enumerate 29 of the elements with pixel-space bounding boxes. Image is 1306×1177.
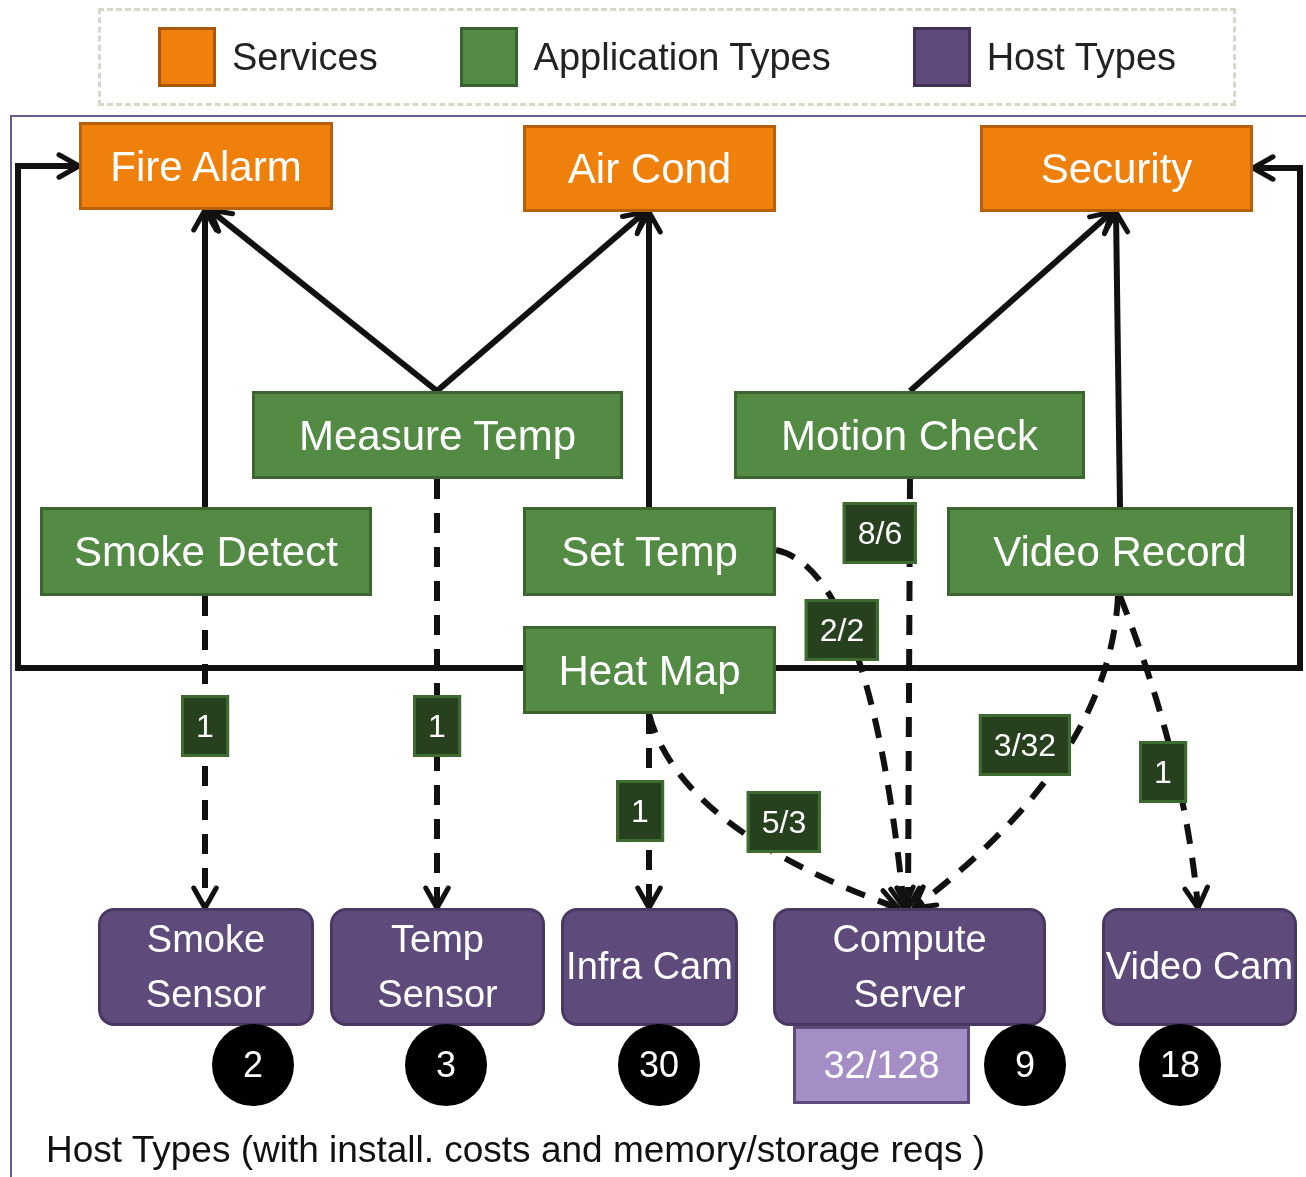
host-box: Compute Server [773,908,1046,1026]
service-box: Security [980,125,1253,212]
edge-label: 3/32 [978,714,1072,776]
host-box: Infra Cam [561,908,738,1026]
edge-label: 1 [616,780,664,842]
caption: Host Types (with install. costs and memory/storage reqs ) [46,1128,986,1172]
host-box: Smoke Sensor [98,908,314,1026]
host-box: Video Cam [1102,908,1297,1026]
application-box: Smoke Detect [40,507,372,596]
edge-label: 1 [1139,741,1187,803]
legend-text: Application Types [533,34,831,80]
service-box: Fire Alarm [79,122,333,210]
application-box: Measure Temp [252,391,623,479]
application-box: Video Record [947,507,1293,596]
application-box: Motion Check [734,391,1085,479]
arrow [15,152,523,671]
application-box: Heat Map [523,626,776,714]
application-box: Set Temp [523,507,776,596]
legend-text: Services [231,34,378,80]
edge-label: 5/3 [746,791,822,853]
edge-label: 8/6 [842,502,918,564]
service-box: Air Cond [523,125,776,212]
edge-label: 1 [181,695,229,757]
arrow [776,154,1303,671]
host-box: Temp Sensor [330,908,545,1026]
edge-label: 2/2 [804,599,880,661]
legend-text: Host Types [986,34,1177,80]
edge-label: 1 [413,695,461,757]
memory-box: 32/128 [793,1026,970,1104]
